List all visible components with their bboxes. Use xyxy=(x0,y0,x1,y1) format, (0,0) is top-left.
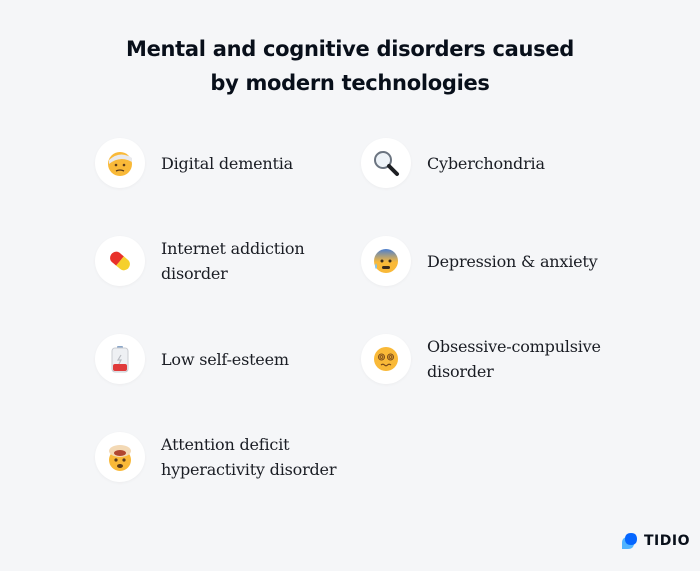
item-label: Internet addiction disorder xyxy=(161,239,305,283)
magnifying-glass-icon xyxy=(374,151,399,176)
list-item-adhd: Attention deficit hyperactivity disorder xyxy=(95,432,336,482)
tidio-logo-icon xyxy=(622,533,637,549)
item-label: Digital dementia xyxy=(161,153,294,173)
tidio-logo: TIDIO xyxy=(619,531,690,551)
brand-name: TIDIO xyxy=(644,533,690,549)
title-line-2: by modern technologies xyxy=(210,71,490,95)
dizzy-face-icon xyxy=(374,347,398,371)
exploding-head-icon xyxy=(109,445,131,471)
list-item-internet-addiction: Internet addiction disorder xyxy=(95,236,305,286)
icon-circle xyxy=(361,334,411,384)
list-item-low-self-esteem: Low self-esteem xyxy=(95,334,289,384)
low-battery-icon xyxy=(111,346,129,373)
icon-circle xyxy=(95,432,145,482)
anxious-sweat-face-icon xyxy=(374,249,398,273)
list-item-digital-dementia: Digital dementia xyxy=(95,138,293,188)
item-label: Attention deficit hyperactivity disorder xyxy=(161,435,337,479)
item-label: Cyberchondria xyxy=(427,153,545,173)
icon-circle xyxy=(95,138,145,188)
icon-circle xyxy=(361,138,411,188)
icon-circle xyxy=(95,334,145,384)
title-line-1: Mental and cognitive disorders caused xyxy=(125,37,574,61)
list-item-ocd: Obsessive-compulsive disorder xyxy=(361,334,601,384)
page-title: Mental and cognitive disorders caused by… xyxy=(0,32,700,100)
list-item-depression-anxiety: Depression & anxiety xyxy=(361,236,598,286)
icon-circle xyxy=(95,236,145,286)
item-label: Obsessive-compulsive disorder xyxy=(427,337,601,381)
icon-circle xyxy=(361,236,411,286)
item-label: Depression & anxiety xyxy=(427,251,598,271)
list-item-cyberchondria: Cyberchondria xyxy=(361,138,545,188)
item-label: Low self-esteem xyxy=(161,349,289,369)
pill-icon xyxy=(110,251,130,271)
bandaged-face-icon xyxy=(108,152,132,176)
